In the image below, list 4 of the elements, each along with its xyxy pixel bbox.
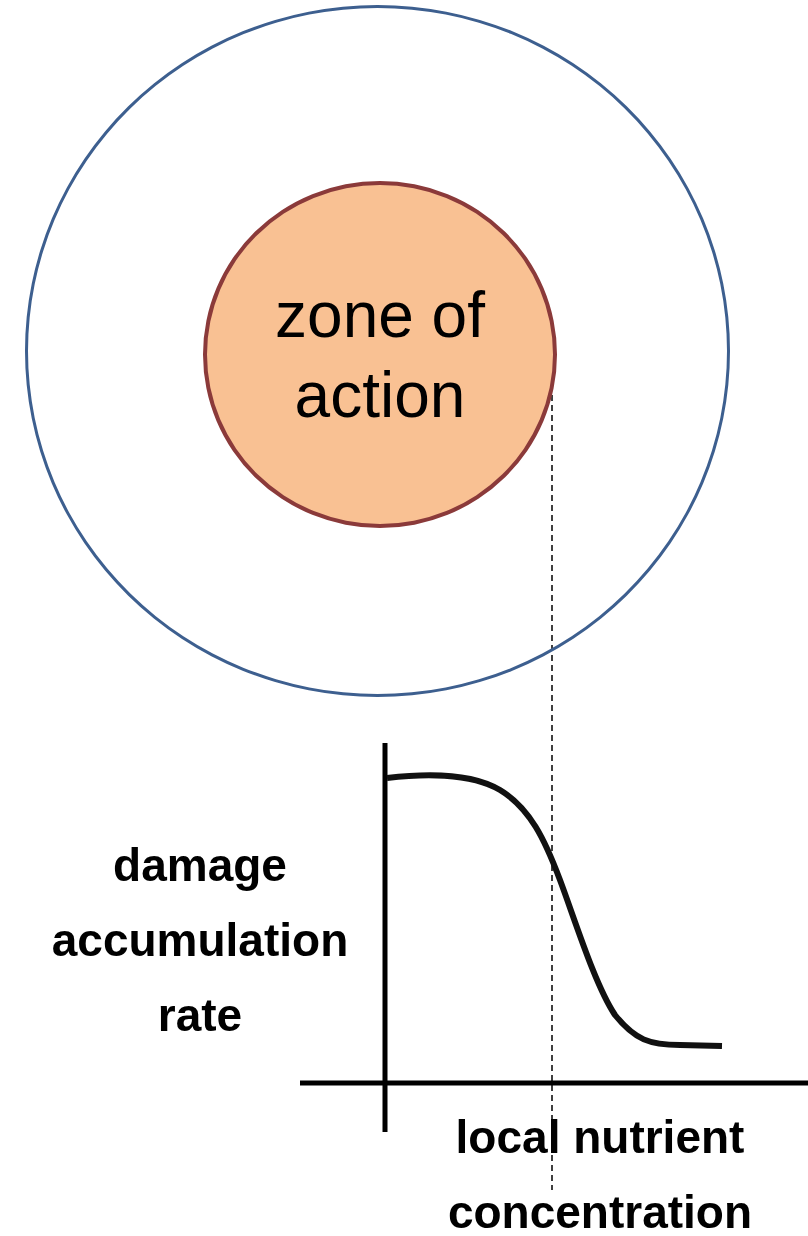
axis-label: damage accumulation rate (50, 838, 350, 1043)
axis-label: local nutrient concentration (446, 1110, 754, 1236)
boundary-circle (25, 5, 730, 697)
zone-label: zone of action (274, 277, 486, 433)
